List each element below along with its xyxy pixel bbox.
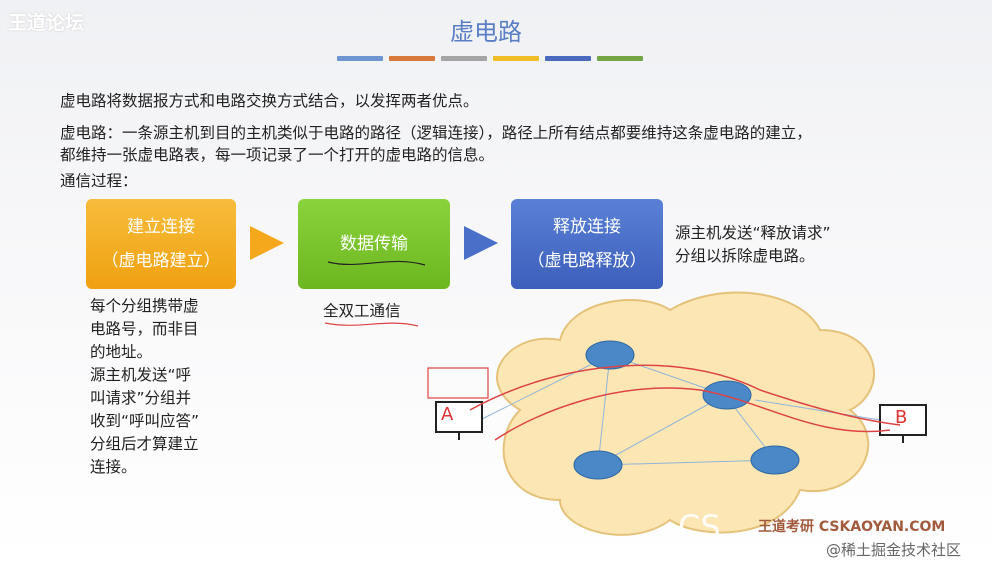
watermark-2: @稀土掘金技术社区 bbox=[826, 541, 962, 559]
definition-line-1: 虚电路：一条源主机到目的主机类似于电路的路径（逻辑连接），路径上所有结点都要维持… bbox=[60, 124, 812, 142]
step-setup-title: 建立连接 bbox=[127, 217, 195, 237]
title-bar-1 bbox=[337, 56, 383, 61]
release-note-1: 源主机发送“释放请求” bbox=[675, 224, 831, 242]
router-icons bbox=[573, 340, 800, 480]
intro-text: 虚电路将数据报方式和电路交换方式结合，以发挥两者优点。 bbox=[60, 92, 479, 110]
title-bar-3 bbox=[441, 56, 487, 61]
title-bar-5 bbox=[545, 56, 591, 61]
note-line: 的地址。 bbox=[90, 343, 153, 361]
arrow-right-icon bbox=[250, 226, 284, 260]
note-line: 电路号，而非目 bbox=[90, 320, 199, 338]
step-setup-subtitle: （虚电路建立） bbox=[101, 251, 221, 271]
title-bar-4 bbox=[493, 56, 539, 61]
annotation-stroke bbox=[324, 322, 419, 327]
step-transfer-title: 数据传输 bbox=[340, 234, 408, 254]
host-b-label: B bbox=[895, 407, 908, 428]
note-line: 源主机发送“呼 bbox=[90, 366, 192, 384]
title-bar-6 bbox=[597, 56, 643, 61]
watermark: 王道考研 CSKAOYAN.COM bbox=[758, 519, 946, 535]
note-line: 叫请求”分组并 bbox=[90, 389, 192, 407]
process-label: 通信过程： bbox=[60, 172, 138, 190]
step-release-title: 释放连接 bbox=[553, 217, 621, 237]
step-release: 释放连接 （虚电路释放） bbox=[511, 199, 663, 289]
note-line: 每个分组携带虚 bbox=[90, 297, 199, 315]
host-a-label: A bbox=[441, 404, 454, 425]
network-links bbox=[479, 354, 881, 466]
definition-line-2: 都维持一张虚电路表，每一项记录了一个打开的虚电路的信息。 bbox=[60, 146, 495, 164]
annotation-stroke bbox=[327, 260, 426, 266]
page-title: 虚电路 bbox=[450, 18, 522, 46]
annotation-stroke bbox=[427, 367, 489, 399]
arrow-right-icon bbox=[464, 226, 498, 260]
annotation-stroke bbox=[494, 387, 891, 441]
note-line: 分组后才算建立 bbox=[90, 435, 199, 453]
network-cloud bbox=[496, 291, 875, 536]
router-icon bbox=[585, 340, 635, 370]
title-bar-2 bbox=[389, 56, 435, 61]
note-line: 连接。 bbox=[90, 458, 137, 476]
host-b-icon bbox=[879, 404, 927, 443]
release-note-2: 分组以拆除虚电路。 bbox=[675, 247, 815, 265]
forum-logo: 王道论坛 bbox=[8, 12, 85, 34]
router-icon bbox=[750, 445, 800, 475]
step-release-subtitle: （虚电路释放） bbox=[527, 251, 647, 271]
step-setup: 建立连接 （虚电路建立） bbox=[86, 199, 236, 289]
step-transfer: 数据传输 bbox=[298, 199, 450, 289]
note-line: 收到“呼叫应答” bbox=[90, 412, 200, 430]
router-icon bbox=[702, 380, 752, 410]
watermark-cs: CS bbox=[678, 508, 721, 546]
transfer-note: 全双工通信 bbox=[323, 302, 401, 320]
annotation-stroke bbox=[469, 364, 901, 426]
router-icon bbox=[573, 450, 623, 480]
setup-notes: 每个分组携带虚 电路号，而非目 的地址。 源主机发送“呼 叫请求”分组并 收到“… bbox=[90, 295, 240, 479]
